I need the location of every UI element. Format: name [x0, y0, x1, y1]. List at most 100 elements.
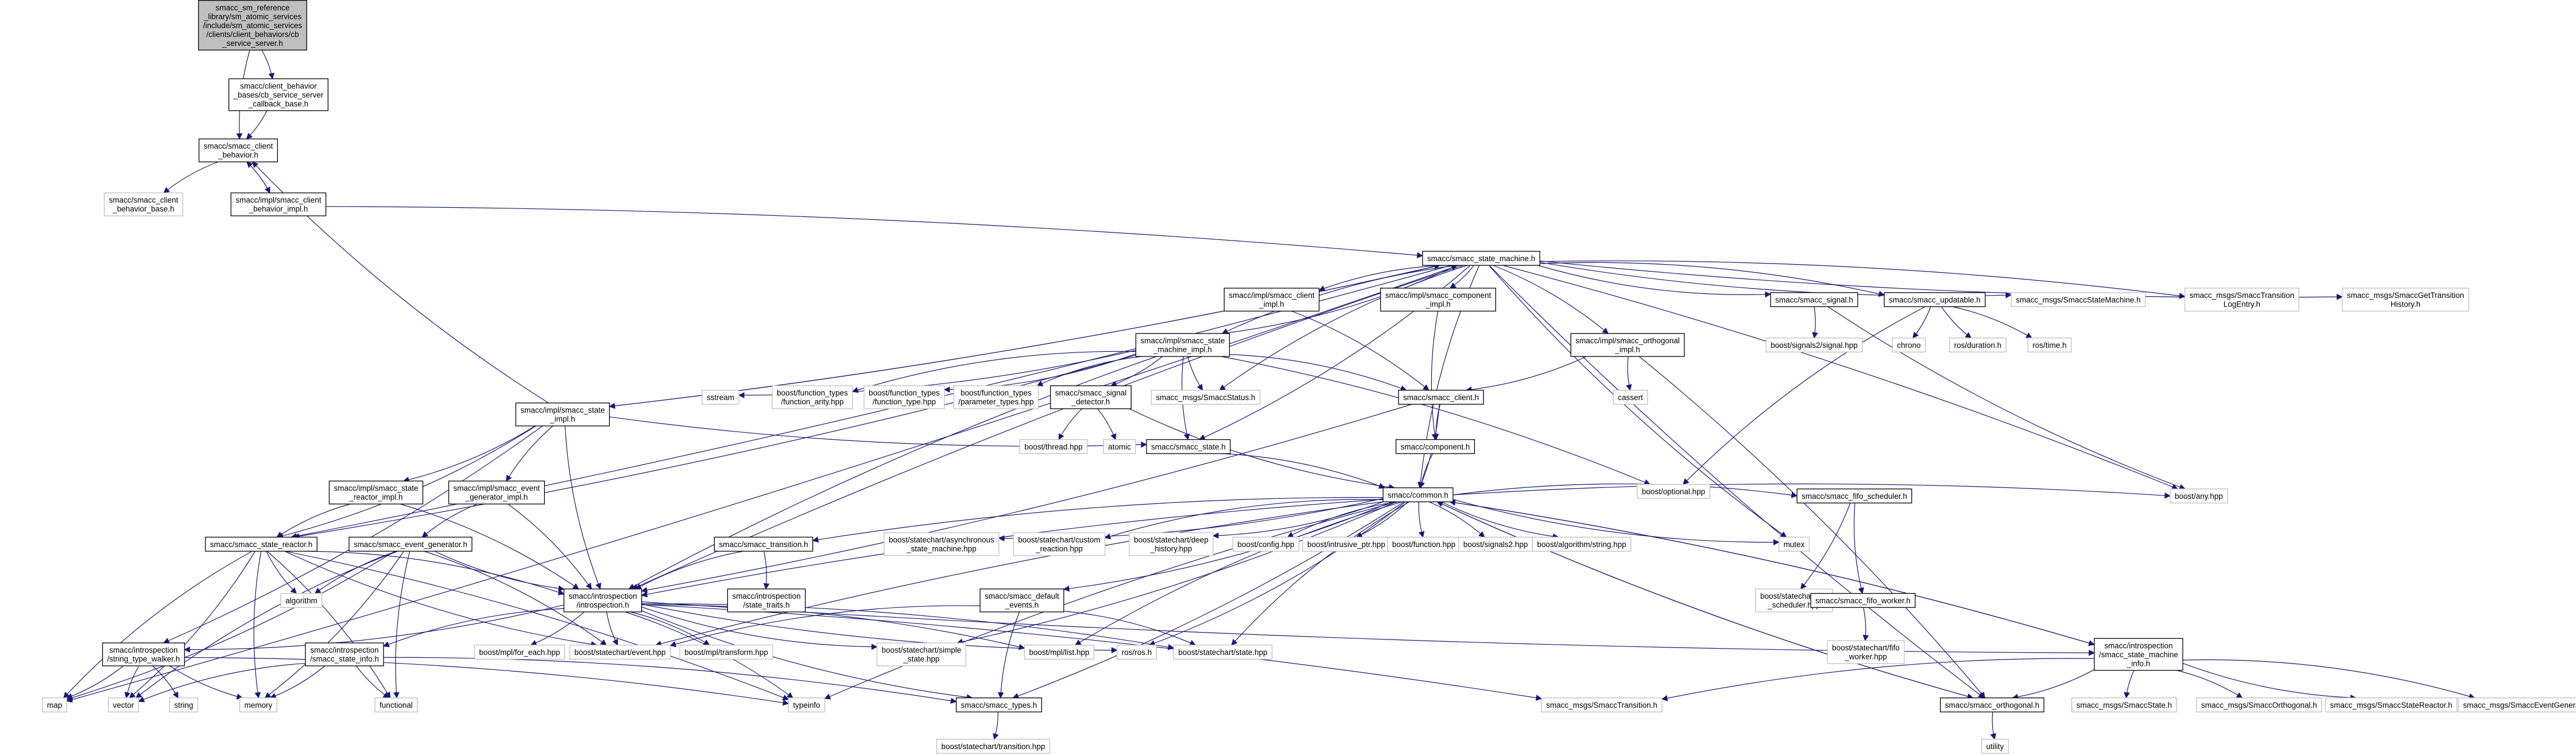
node-supd[interactable]: smacc/smacc_updatable.h — [1884, 292, 1986, 307]
node-box — [1103, 439, 1136, 454]
node-rosros: ros/ros.h — [1117, 645, 1157, 660]
node-label: _detector.h — [1071, 398, 1110, 406]
edge-sstate-to-common — [1222, 453, 1385, 489]
node-segen[interactable]: smacc/smacc_event_generator.h — [348, 537, 472, 552]
edge-line — [1104, 499, 1384, 540]
node-bmpllist: boost/mpl/list.hpp — [1024, 645, 1095, 660]
edge-ssminfo-to-mtrans — [1661, 658, 2094, 701]
node-utility: utility — [1981, 739, 2009, 754]
edge-ssmi-to-bfparam — [1036, 356, 1142, 386]
node-root[interactable]: smacc_sm_reference_library/sm_atomic_ser… — [198, 0, 307, 51]
node-scbi[interactable]: smacc/impl/smacc_client_behavior_impl.h — [230, 192, 327, 216]
node-label: atomic — [1108, 443, 1131, 451]
node-sorth[interactable]: smacc/smacc_orthogonal.h — [1940, 697, 2044, 712]
node-bscstate: boost/statechart/state.hpp — [1173, 645, 1273, 660]
edge-line — [66, 550, 396, 701]
node-ssegi[interactable]: smacc/impl/smacc_event_generator_impl.h — [448, 480, 545, 505]
edge-ssm-to-mutex — [1488, 265, 1787, 538]
node-ssi[interactable]: smacc/impl/smacc_state_impl.h — [515, 402, 610, 427]
edge-comp-to-common — [1418, 453, 1434, 489]
edge-common-to-bmpllist — [1075, 501, 1403, 646]
edge-line — [1638, 356, 1986, 699]
edge-line — [1800, 503, 1851, 590]
node-label: _impl.h — [1614, 346, 1640, 354]
node-label: boost/intrusive_ptr.hpp — [1307, 540, 1385, 549]
node-scoi[interactable]: smacc/impl/smacc_component_impl.h — [1380, 288, 1496, 312]
node-sfifo[interactable]: smacc/smacc_fifo_scheduler.h — [1796, 489, 1912, 503]
node-bintrtr[interactable]: smacc/introspection/state_traits.h — [727, 588, 806, 612]
node-box — [788, 697, 826, 712]
node-cbcb[interactable]: smacc/client_behavior_bases/cb_service_s… — [228, 78, 329, 111]
node-ssrei[interactable]: smacc/impl/smacc_state_reactor_impl.h — [328, 480, 424, 505]
node-common[interactable]: smacc/common.h — [1382, 487, 1454, 502]
node-label: boost/statechart/custom — [1018, 536, 1100, 544]
edge-ssmi-to-mstatus — [1187, 356, 1203, 391]
edge-common-to-stypes — [1012, 501, 1404, 699]
edge-line — [508, 503, 592, 590]
edge-line — [641, 606, 878, 650]
node-sdefev[interactable]: smacc/smacc_default_events.h — [979, 588, 1064, 612]
edge-line — [402, 425, 536, 483]
node-box — [1117, 645, 1157, 660]
edge-ssm-to-sci — [1318, 265, 1446, 292]
node-ssig[interactable]: smacc/smacc_signal.h — [1770, 292, 1858, 307]
node-label: smacc_msgs/SmaccStatus.h — [1156, 393, 1255, 402]
edge-common-to-bscsimple — [956, 501, 1397, 645]
edge-line — [421, 503, 478, 538]
edge-line — [763, 551, 770, 590]
node-ssinfo[interactable]: smacc/introspection/smacc_state_info.h — [305, 642, 384, 666]
node-box — [1570, 333, 1685, 357]
node-box — [876, 642, 967, 666]
node-box — [1884, 292, 1986, 307]
edge-sorti-to-sclient — [1465, 356, 1587, 393]
node-box — [515, 402, 610, 427]
node-sstate[interactable]: smacc/smacc_state.h — [1146, 439, 1231, 454]
edge-ssm-to-scoi — [1449, 265, 1474, 289]
edge-sreact-to-bscevent — [284, 550, 598, 648]
node-sclient[interactable]: smacc/smacc_client.h — [1398, 390, 1484, 405]
node-strw[interactable]: smacc/introspection/string_type_walker.h — [102, 642, 185, 666]
node-label: smacc/smacc_state.h — [1151, 443, 1226, 451]
edge-line — [152, 665, 179, 699]
node-sci[interactable]: smacc/impl/smacc_client_impl.h — [1223, 288, 1320, 312]
node-sorti[interactable]: smacc/impl/smacc_orthogonal_impl.h — [1570, 333, 1685, 357]
node-bscasm: boost/statechart/asynchronous_state_mach… — [884, 532, 1000, 556]
node-strans[interactable]: smacc/smacc_transition.h — [714, 537, 814, 552]
edge-line — [1187, 356, 1203, 391]
node-rostime: ros/time.h — [2027, 338, 2072, 352]
node-ssd[interactable]: smacc/smacc_signal_detector.h — [1050, 385, 1132, 409]
node-box — [936, 739, 1051, 754]
node-sreact[interactable]: smacc/smacc_state_reactor.h — [205, 537, 317, 552]
edge-line — [304, 550, 565, 595]
node-intro[interactable]: smacc/introspection/introspection.h — [563, 588, 642, 612]
edge-line — [641, 610, 973, 700]
node-box — [2196, 697, 2322, 712]
node-bintr: boost/intrusive_ptr.hpp — [1302, 537, 1390, 552]
edge-common-to-balgo — [1441, 501, 1559, 540]
node-bscsimple: boost/statechart/simple_state.hpp — [876, 642, 967, 666]
node-label: chrono — [1897, 341, 1920, 350]
node-label: _state.hpp — [902, 655, 939, 664]
node-ssm[interactable]: smacc/smacc_state_machine.h — [1422, 251, 1540, 266]
node-box — [2458, 697, 2576, 712]
edge-root-to-cbcb — [261, 49, 275, 80]
edge-line — [628, 356, 1157, 590]
edge-line — [129, 550, 256, 699]
node-label: smacc/introspection — [310, 646, 378, 654]
node-stypes[interactable]: smacc/smacc_types.h — [955, 697, 1043, 712]
node-scb[interactable]: smacc/smacc_client_behavior.h — [198, 138, 278, 162]
node-ssmi[interactable]: smacc/impl/smacc_state_machine_impl.h — [1135, 333, 1230, 357]
node-box — [2184, 288, 2299, 312]
node-box — [1173, 645, 1273, 660]
edge-segen-to-vector — [135, 550, 398, 699]
edge-intro-to-strw — [184, 604, 564, 653]
edge-line — [1990, 712, 1997, 740]
edge-line — [1682, 306, 1926, 485]
node-comp[interactable]: smacc/component.h — [1395, 439, 1475, 454]
node-sfifow[interactable]: smacc/smacc_fifo_worker.h — [1810, 593, 1916, 608]
edge-line — [1418, 502, 1425, 538]
node-ssminfo[interactable]: smacc/introspection/smacc_state_machine_… — [2094, 638, 2183, 671]
node-label: smacc/smacc_client — [204, 142, 273, 150]
edge-line — [261, 49, 275, 80]
node-mtrans: smacc_msgs/SmaccTransition.h — [1541, 697, 1663, 712]
